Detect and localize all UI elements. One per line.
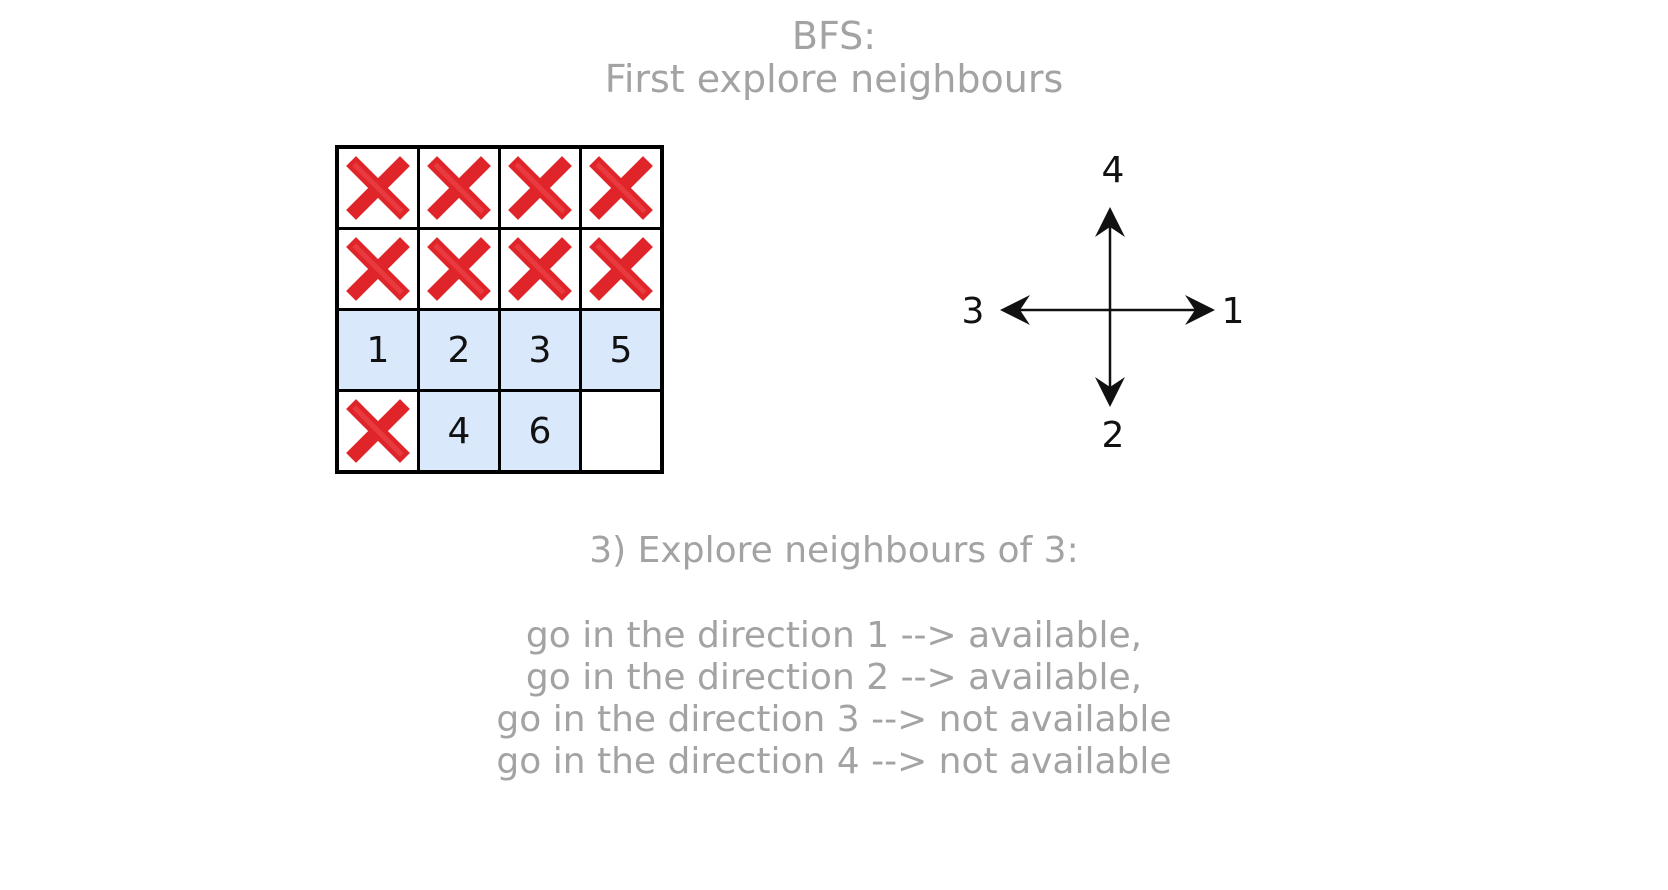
title-line-2: First explore neighbours [604, 57, 1064, 101]
direction-label-down: 2 [1102, 415, 1125, 456]
grid-cell-empty [582, 392, 660, 470]
cross-icon [427, 156, 491, 220]
direction-result-line: go in the direction 4 --> not available [496, 741, 1172, 782]
grid-cell-visited: 5 [582, 311, 660, 389]
grid-cell-visited: 1 [339, 311, 417, 389]
grid-cell-visited: 6 [501, 392, 579, 470]
grid-cell-blocked [582, 230, 660, 308]
step-heading: 3) Explore neighbours of 3: [589, 530, 1079, 571]
direction-result-line: go in the direction 2 --> available, [525, 657, 1143, 698]
direction-result-line: go in the direction 1 --> available, [525, 615, 1143, 656]
grid-cell-blocked [339, 149, 417, 227]
direction-label-right: 1 [1222, 291, 1245, 332]
title-line-1: BFS: [791, 14, 877, 58]
grid-cell-blocked [420, 230, 498, 308]
direction-label-left: 3 [962, 291, 985, 332]
grid-cell-blocked [582, 149, 660, 227]
cross-icon [346, 399, 410, 463]
grid-cell-blocked [501, 149, 579, 227]
cross-icon [508, 156, 572, 220]
direction-label-up: 4 [1102, 150, 1125, 191]
cross-icon [427, 237, 491, 301]
direction-compass: 4 2 3 1 [962, 150, 1245, 456]
cross-icon [346, 237, 410, 301]
grid-cell-blocked [501, 230, 579, 308]
grid-cell-blocked [339, 230, 417, 308]
cross-icon [346, 156, 410, 220]
cross-icon [589, 156, 653, 220]
grid-cell-visited: 3 [501, 311, 579, 389]
grid-cell-blocked [420, 149, 498, 227]
grid-cell-blocked [339, 392, 417, 470]
cross-icon [508, 237, 572, 301]
grid-cell-visited: 4 [420, 392, 498, 470]
grid-cell-visited: 2 [420, 311, 498, 389]
cross-icon [589, 237, 653, 301]
direction-result-line: go in the direction 3 --> not available [496, 699, 1172, 740]
